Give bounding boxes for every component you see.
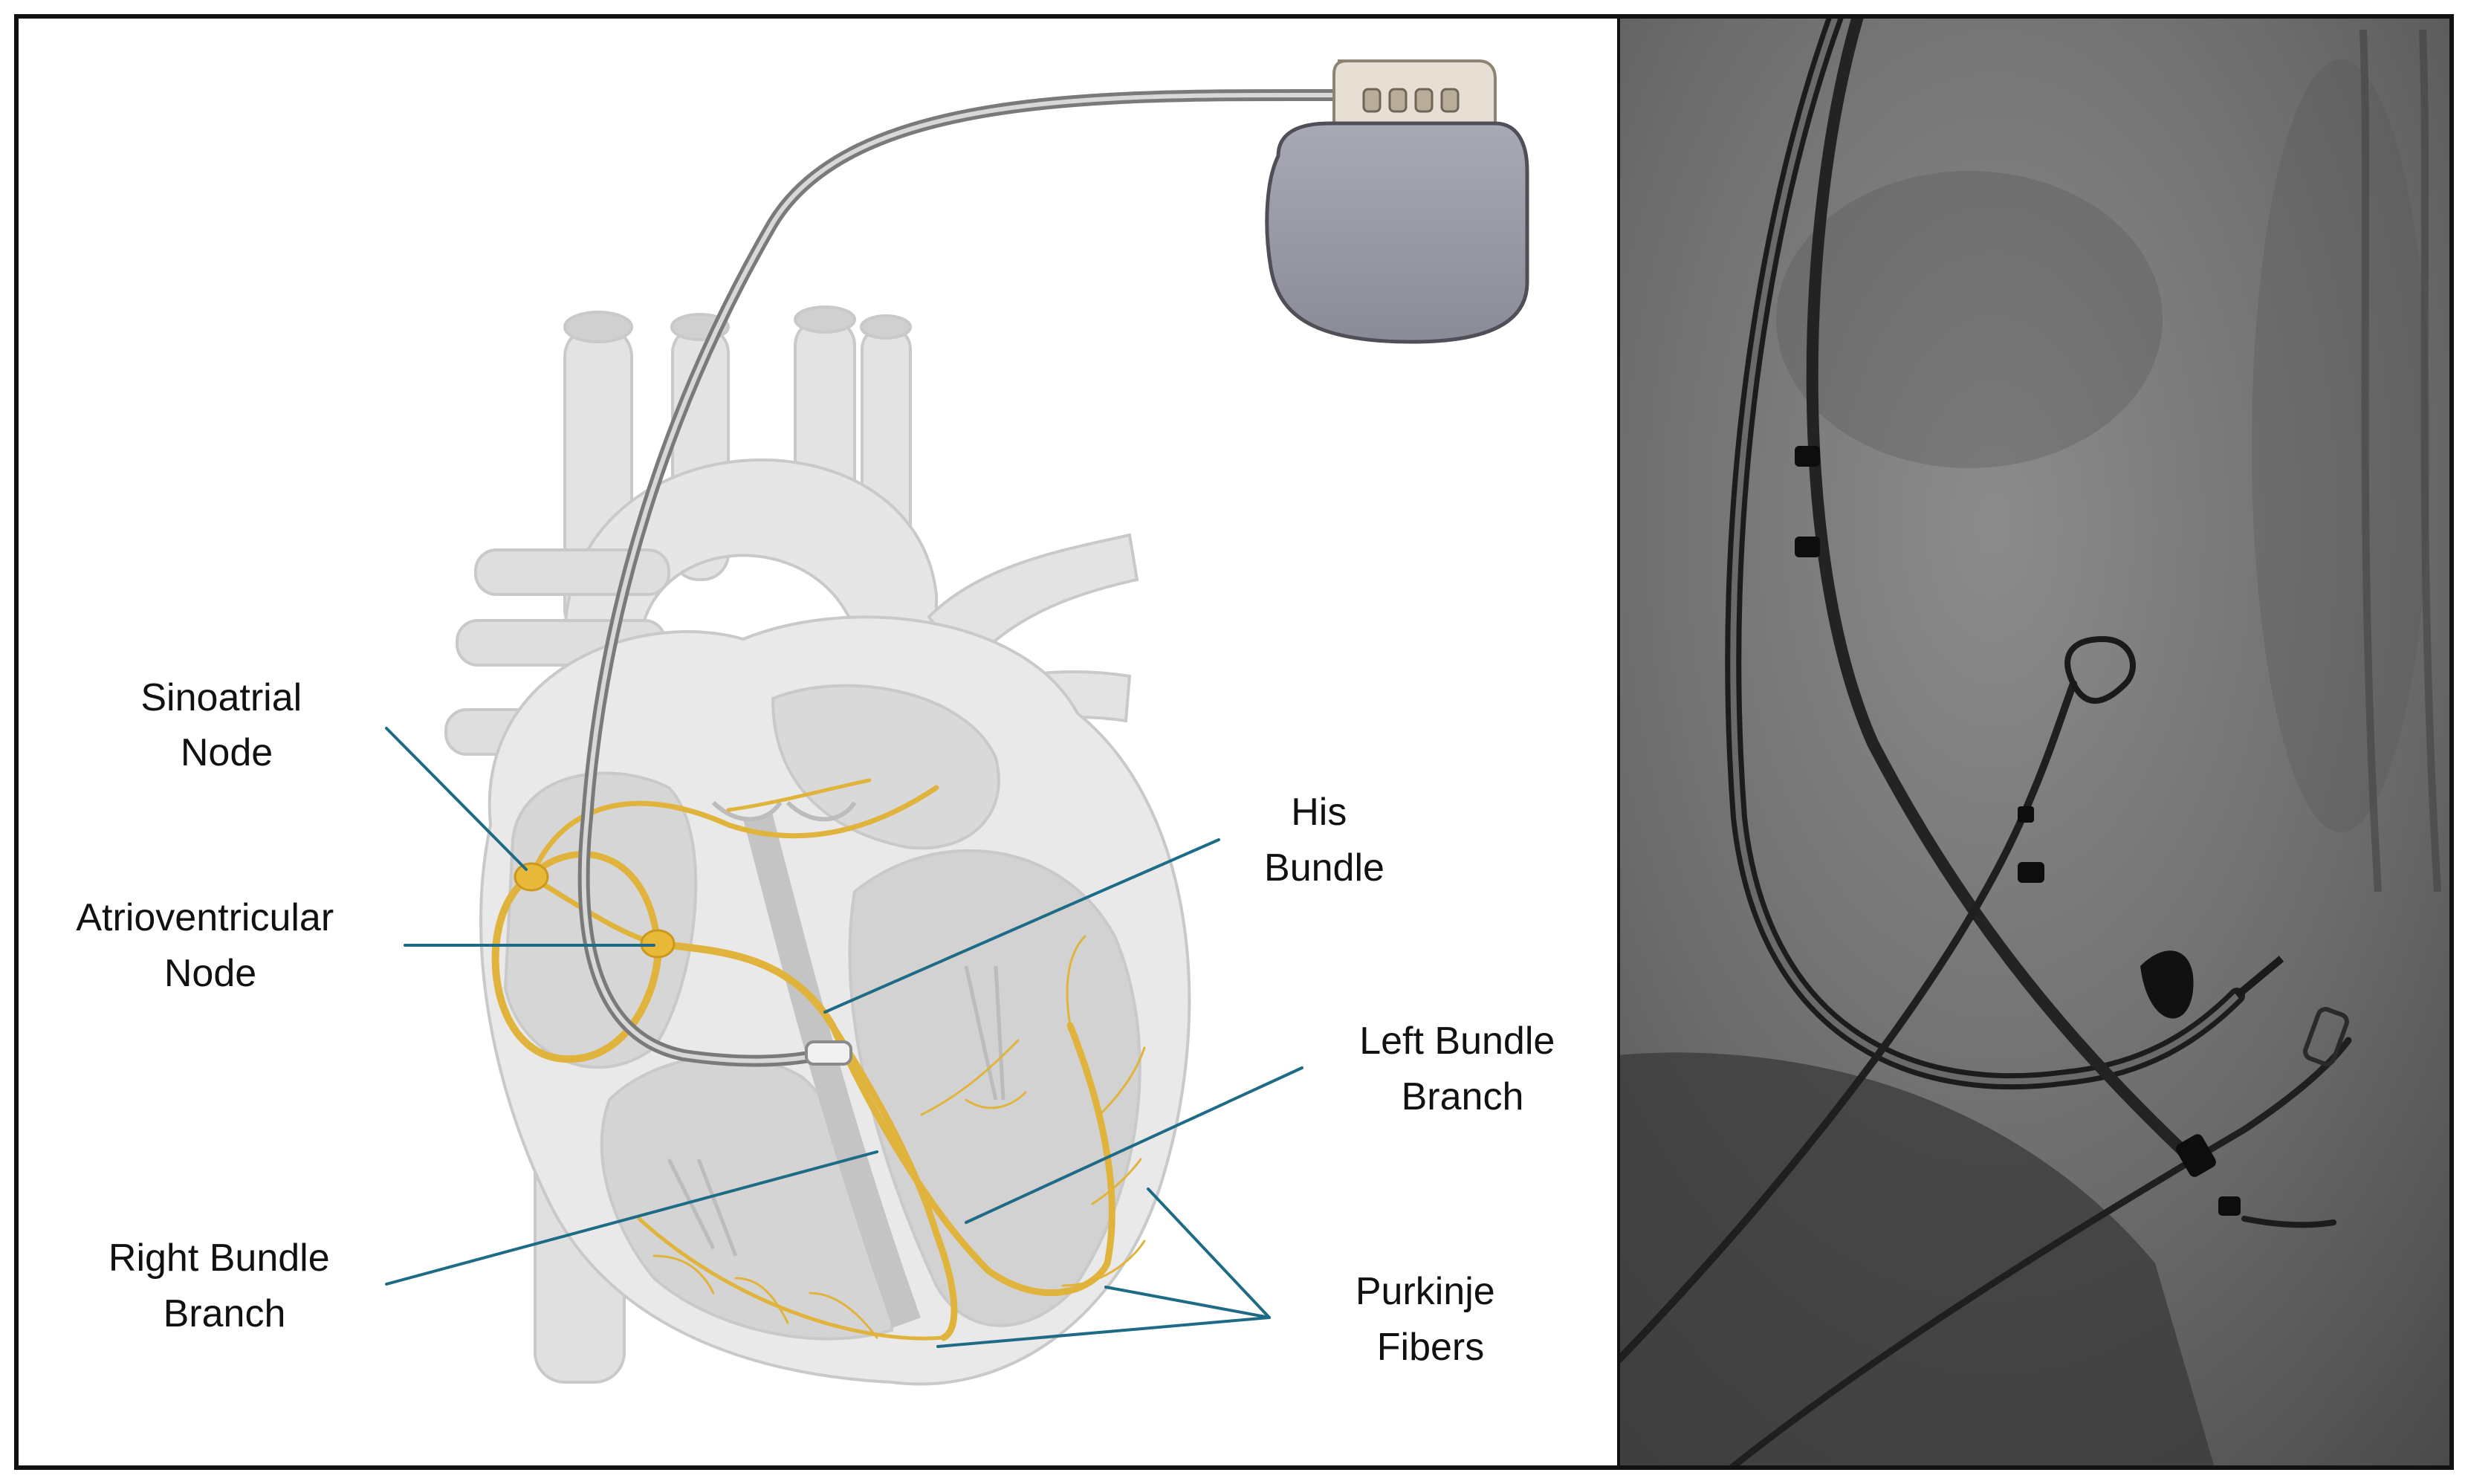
label-his-bundle: His Bundle [1264, 791, 1384, 890]
label-left-bundle-branch-line1: Left Bundle [1359, 1020, 1555, 1063]
heart-illustration [444, 305, 1191, 1386]
sinoatrial-node [514, 862, 549, 892]
figure-frame [14, 14, 2454, 1470]
label-right-bundle-branch: Right Bundle Branch [108, 1237, 340, 1335]
label-purkinje-fibers-line1: Purkinje [1356, 1270, 1495, 1313]
label-sinoatrial-node-line1: Sinoatrial [140, 676, 302, 719]
leader-his-bundle [823, 838, 1220, 1014]
fluoro-lead-4 [1728, 1037, 2352, 1468]
fluoro-lead-2 [1806, 16, 2206, 1173]
label-his-bundle-line1: His [1291, 791, 1347, 834]
label-atrioventricular-node-line1: Atrioventricular [76, 896, 334, 939]
label-sinoatrial-node: Sinoatrial Node [140, 676, 312, 774]
label-sinoatrial-node-line2: Node [181, 731, 273, 774]
label-purkinje-fibers: Purkinje Fibers [1356, 1270, 1506, 1369]
leader-sinoatrial-node [385, 727, 528, 871]
fluoroscopy-image [1619, 16, 2452, 1468]
label-atrioventricular-node: Atrioventricular Node [76, 896, 344, 995]
pacemaker-device [1265, 59, 1529, 344]
leader-right-bundle-branch [385, 1150, 878, 1286]
leader-left-bundle-branch [965, 1066, 1303, 1224]
conduction-system [491, 778, 1146, 1341]
label-right-bundle-branch-line2: Branch [163, 1292, 286, 1335]
label-left-bundle-branch-line2: Branch [1402, 1075, 1524, 1118]
label-purkinje-fibers-line2: Fibers [1377, 1326, 1484, 1369]
label-right-bundle-branch-line1: Right Bundle [108, 1237, 330, 1280]
leader-purkinje-fibers-1 [1147, 1187, 1271, 1319]
label-atrioventricular-node-line2: Node [164, 952, 256, 995]
leader-purkinje-fibers-3 [936, 1316, 1271, 1348]
lead-tip-electrode [805, 1040, 852, 1066]
label-left-bundle-branch: Left Bundle Branch [1359, 1020, 1566, 1118]
label-his-bundle-line2: Bundle [1264, 846, 1384, 890]
leader-lines [385, 727, 1303, 1348]
leader-purkinje-fibers-2 [1104, 1286, 1271, 1319]
fluoro-lead-3 [1619, 680, 2077, 1364]
